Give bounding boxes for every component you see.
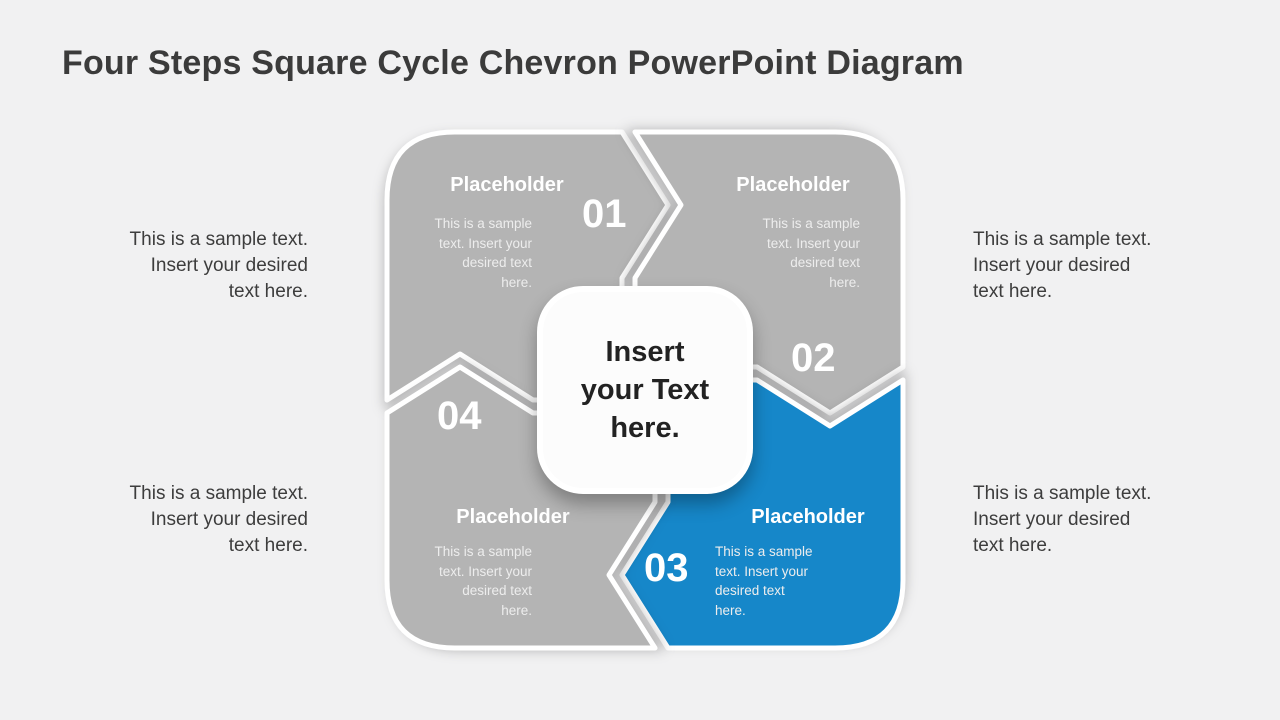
step-01-number: 01 [582, 192, 627, 236]
center-card: Insert your Text here. [537, 286, 753, 494]
step-04-heading: Placeholder [456, 506, 570, 528]
side-note-right-bottom: This is a sample text. Insert your desir… [973, 483, 1152, 557]
side-note-right-top: This is a sample text. Insert your desir… [973, 229, 1152, 303]
step-03-heading: Placeholder [751, 506, 865, 528]
step-02-heading: Placeholder [736, 174, 850, 196]
step-02-number: 02 [791, 336, 836, 380]
step-04-number: 04 [437, 394, 482, 438]
step-04-body: This is a sample text. Insert your desir… [434, 544, 532, 619]
side-note-left-bottom: This is a sample text. Insert your desir… [129, 483, 308, 557]
center-card-text: Insert your Text here. [580, 335, 710, 445]
step-01-body: This is a sample text. Insert your desir… [434, 216, 532, 291]
step-02-body: This is a sample text. Insert your desir… [762, 216, 860, 291]
step-03-number: 03 [644, 546, 689, 590]
step-01-heading: Placeholder [450, 174, 564, 196]
page-title: Four Steps Square Cycle Chevron PowerPoi… [62, 44, 964, 82]
step-03-body: This is a sample text. Insert your desir… [715, 544, 813, 619]
side-note-left-top: This is a sample text. Insert your desir… [129, 229, 308, 303]
